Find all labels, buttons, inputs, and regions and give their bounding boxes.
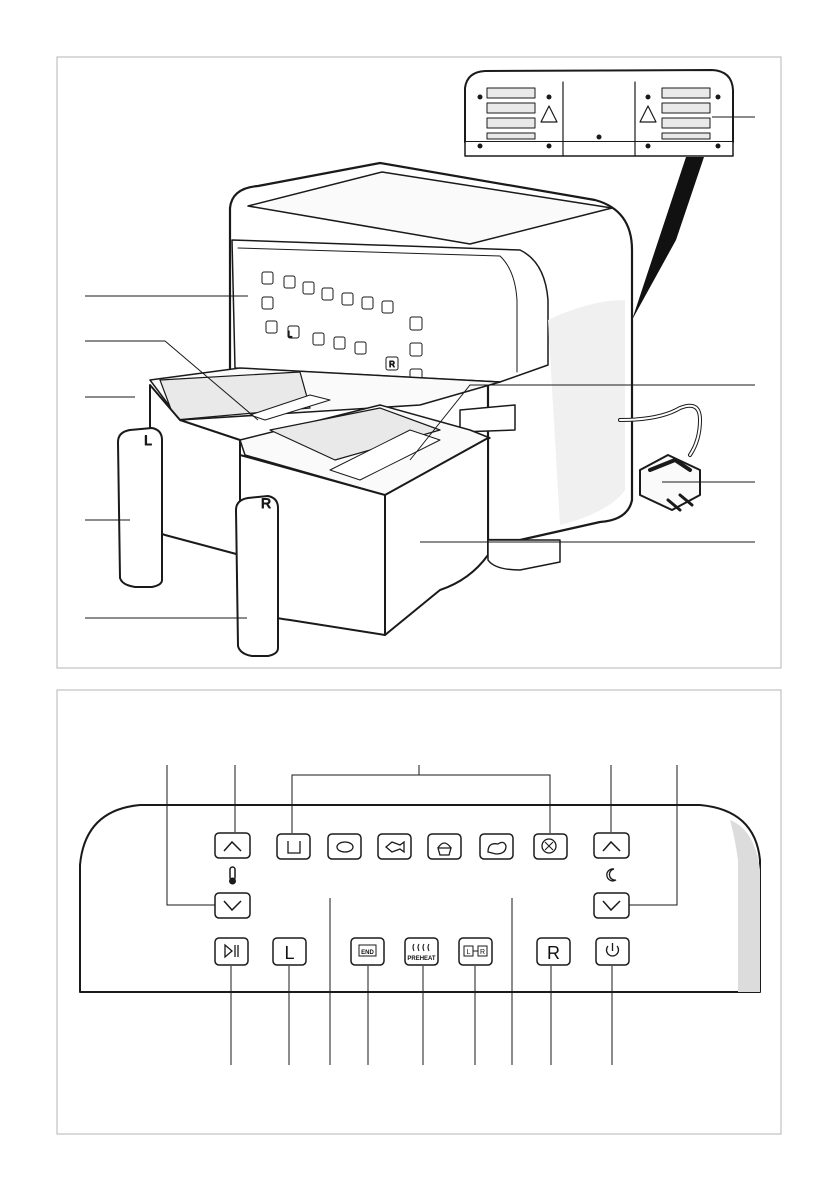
fryer-base [488, 540, 560, 570]
time-down-button[interactable] [594, 893, 629, 918]
chicken-button[interactable] [480, 834, 513, 859]
preheat-button[interactable]: PREHEAT [405, 938, 438, 965]
temp-down-button[interactable] [215, 893, 250, 918]
right-handle-letter: R [261, 495, 271, 511]
match-left-label: L [467, 949, 471, 956]
sync-finish-label: END [361, 950, 374, 956]
preheat-label: PREHEAT [407, 956, 436, 962]
left-zone-label: L [284, 943, 294, 963]
fish-button[interactable] [378, 834, 411, 859]
match-right-label: R [480, 949, 485, 956]
cake-button[interactable] [428, 834, 461, 859]
inset-callout-wedge [632, 157, 704, 320]
panel-right-zone-text: R [389, 360, 395, 369]
left-handle-letter: L [144, 432, 152, 448]
power-button[interactable] [596, 938, 629, 965]
time-up-button[interactable] [594, 833, 629, 858]
right-zone-label: R [547, 943, 560, 963]
rear-vent-inset [465, 70, 733, 156]
panel-left-zone-text: L [288, 330, 293, 339]
vegetables-button[interactable] [534, 834, 567, 859]
fries-button[interactable] [277, 834, 310, 859]
temp-up-button[interactable] [215, 833, 250, 858]
right-drawer: R [236, 405, 490, 656]
right-zone-button[interactable]: R [537, 938, 570, 965]
left-zone-button[interactable]: L [273, 938, 306, 965]
steak-button[interactable] [328, 834, 361, 859]
sync-finish-button[interactable]: END [351, 938, 384, 965]
match-button[interactable]: L R [459, 938, 492, 965]
start-pause-button[interactable] [215, 938, 248, 965]
air-fryer-illustration: L R L R [118, 70, 733, 656]
